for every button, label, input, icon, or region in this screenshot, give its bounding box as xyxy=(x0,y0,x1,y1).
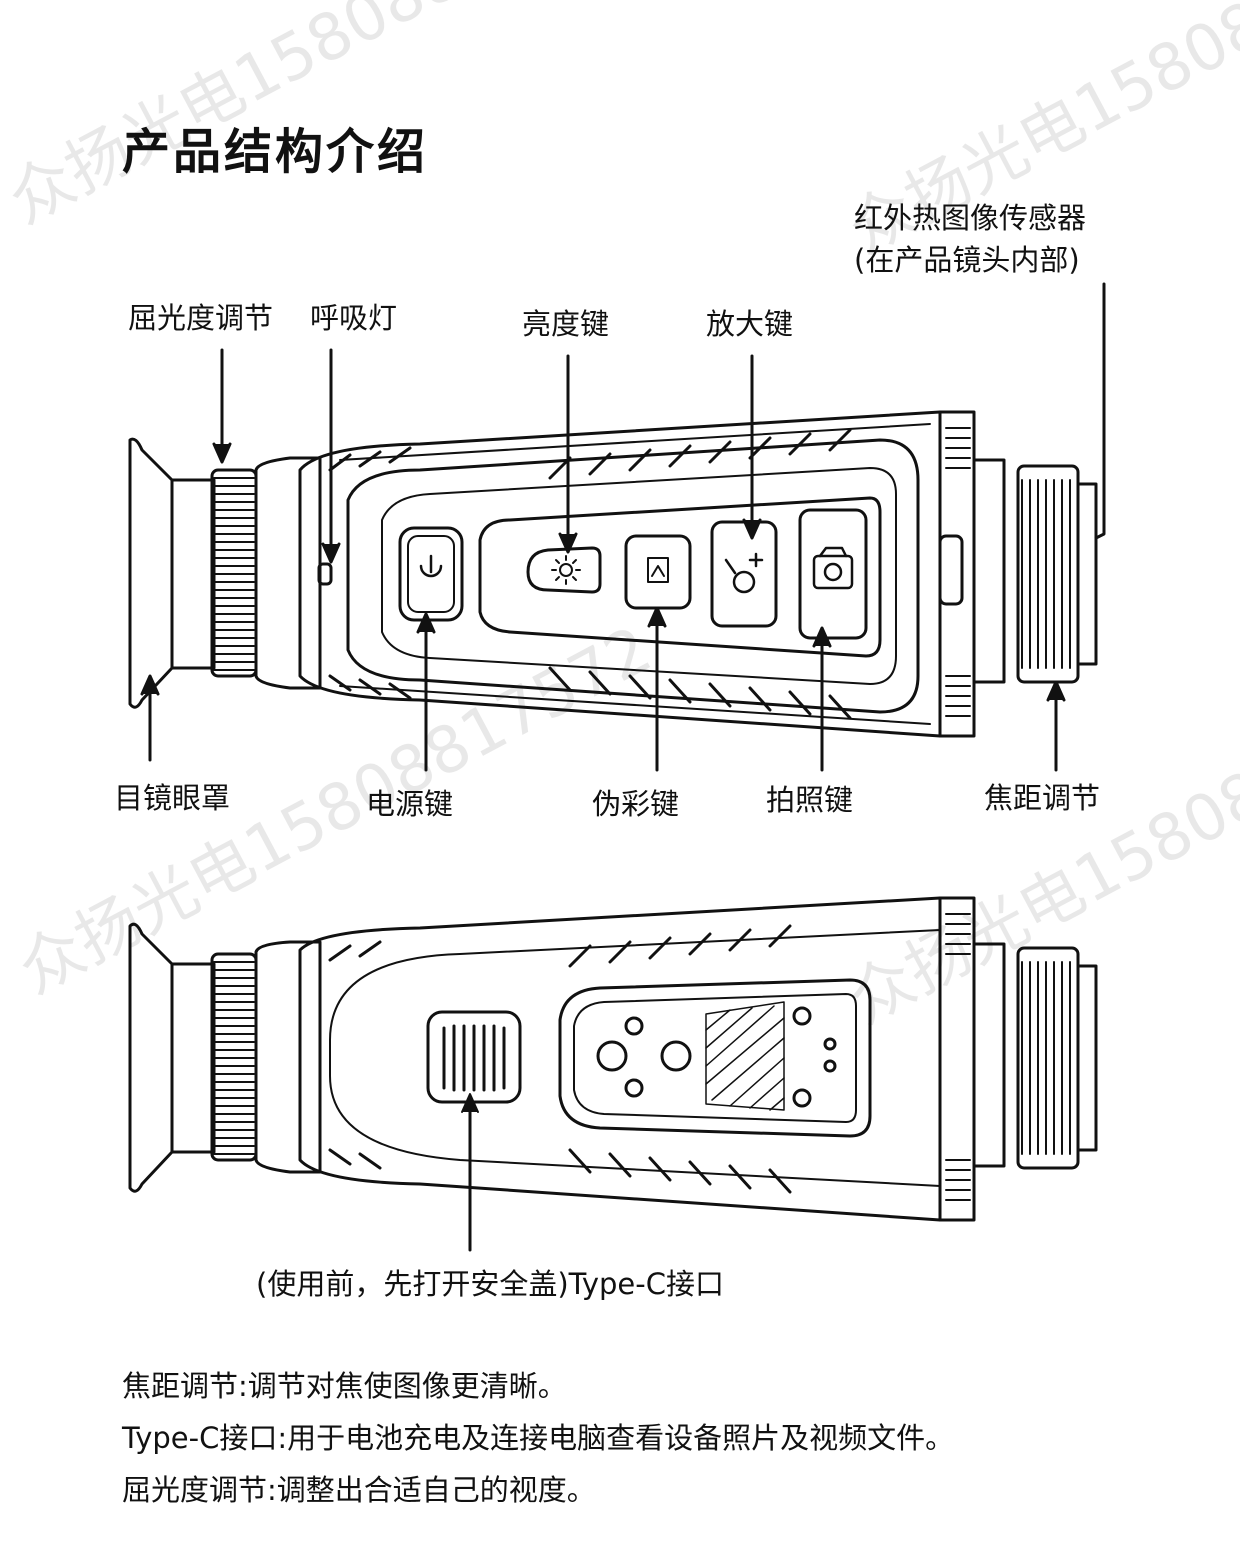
description-diopter: 屈光度调节:调整出合适自己的视度。 xyxy=(122,1473,596,1507)
mount-holes xyxy=(596,1006,837,1108)
power-key-label: 电源键 xyxy=(366,787,454,821)
brightness-button xyxy=(526,546,602,594)
typec-port-label: (使用前，先打开安全盖)Type-C接口 xyxy=(256,1267,724,1301)
camera-icon xyxy=(812,546,854,590)
thermal-sensor-label-line1: 红外热图像传感器 xyxy=(854,201,1087,235)
pseudo-color-icon xyxy=(647,557,669,583)
thermal-sensor-label-line2: (在产品镜头内部) xyxy=(854,243,1080,277)
breathing-light xyxy=(317,562,333,586)
photo-button xyxy=(798,508,868,640)
photo-key-label: 拍照键 xyxy=(766,783,854,817)
control-panel xyxy=(346,438,920,714)
diopter-label: 屈光度调节 xyxy=(128,301,274,335)
page-title: 产品结构介绍 xyxy=(122,124,429,180)
eyecup-bottom xyxy=(128,922,174,1193)
eyecup-label: 目镜眼罩 xyxy=(114,781,231,815)
power-icon xyxy=(419,564,443,578)
front-bezel xyxy=(972,458,1006,684)
brightness-icon xyxy=(551,555,581,585)
description-focus: 焦距调节:调节对焦使图像更清晰。 xyxy=(122,1369,567,1403)
lens-cap xyxy=(1076,482,1098,666)
power-button xyxy=(398,526,464,622)
tripod-plate xyxy=(558,978,872,1138)
zoom-icon xyxy=(724,552,764,594)
focus-ring xyxy=(1016,464,1080,684)
diopter-ring-knurl xyxy=(213,477,255,671)
focus-ring-knurl xyxy=(1021,479,1071,669)
description-typec: Type-C接口:用于电池充电及连接电脑查看设备照片及视频文件。 xyxy=(122,1421,955,1455)
focus-label: 焦距调节 xyxy=(984,781,1101,815)
pointer-arrows xyxy=(140,282,1106,772)
breathing-light-label: 呼吸灯 xyxy=(310,301,398,335)
hatched-label-area xyxy=(705,1001,785,1111)
brightness-key-label: 亮度键 xyxy=(522,307,610,341)
pseudo-color-key-label: 伪彩键 xyxy=(592,787,680,821)
zoom-key-label: 放大键 xyxy=(706,307,794,341)
focus-ring-bottom xyxy=(1016,946,1080,1170)
typec-cover-grip xyxy=(442,1024,506,1092)
